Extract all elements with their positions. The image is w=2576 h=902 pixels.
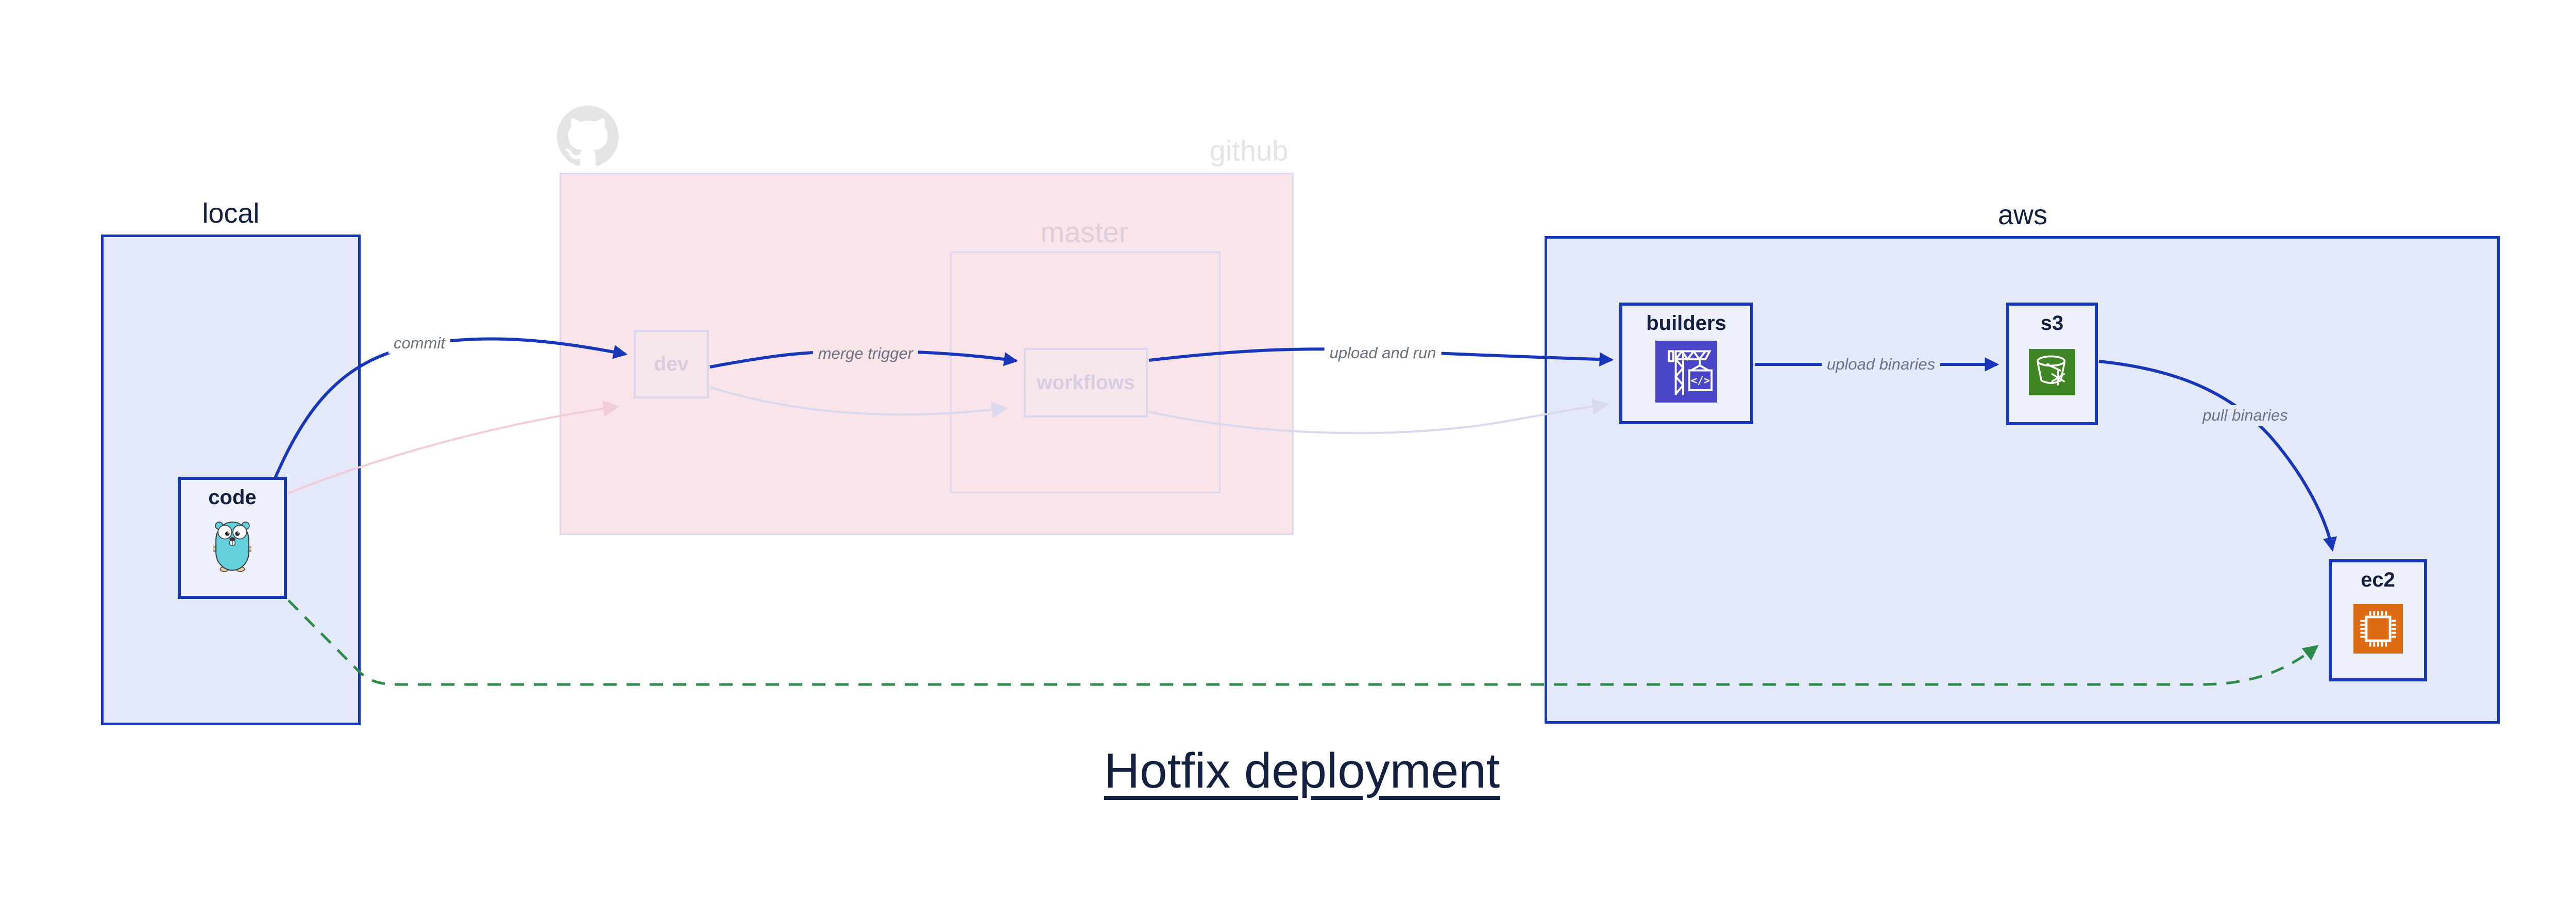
node-dev-label: dev (654, 353, 689, 375)
codebuild-crane-icon: </> (1655, 341, 1717, 403)
edge-label-upload-and-run: upload and run (1324, 343, 1442, 363)
master-branch-label: master (1040, 215, 1129, 248)
diagram-title: Hotfix deployment (1104, 743, 1500, 798)
node-workflows: workflows (1024, 348, 1148, 417)
edge-label-upload-binaries: upload binaries (1821, 354, 1941, 375)
local-container-label: local (202, 198, 260, 229)
node-s3-label: s3 (2040, 312, 2064, 335)
github-container-label: github (1209, 134, 1289, 167)
ec2-chip-icon (2353, 604, 2403, 654)
node-code: code (178, 477, 287, 599)
node-code-label: code (208, 486, 257, 509)
master-branch-container (950, 252, 1221, 493)
edge-label-pull-binaries: pull binaries (2197, 405, 2293, 426)
edge-label-merge-trigger: merge trigger (812, 343, 919, 364)
codebuild-code-glyph: </> (1691, 374, 1710, 387)
github-octocat-icon (557, 106, 619, 170)
node-ec2-label: ec2 (2361, 569, 2395, 591)
node-builders-label: builders (1646, 312, 1726, 335)
s3-glacier-bucket-icon (2029, 349, 2075, 395)
node-s3: s3 (2006, 303, 2098, 425)
go-gopher-icon (211, 519, 253, 572)
aws-container-label: aws (1997, 199, 2048, 230)
node-builders: builders </> (1619, 303, 1753, 424)
node-ec2: ec2 (2329, 559, 2427, 681)
node-dev: dev (634, 330, 709, 398)
node-workflows-label: workflows (1037, 371, 1135, 394)
edge-label-commit: commit (388, 333, 450, 354)
